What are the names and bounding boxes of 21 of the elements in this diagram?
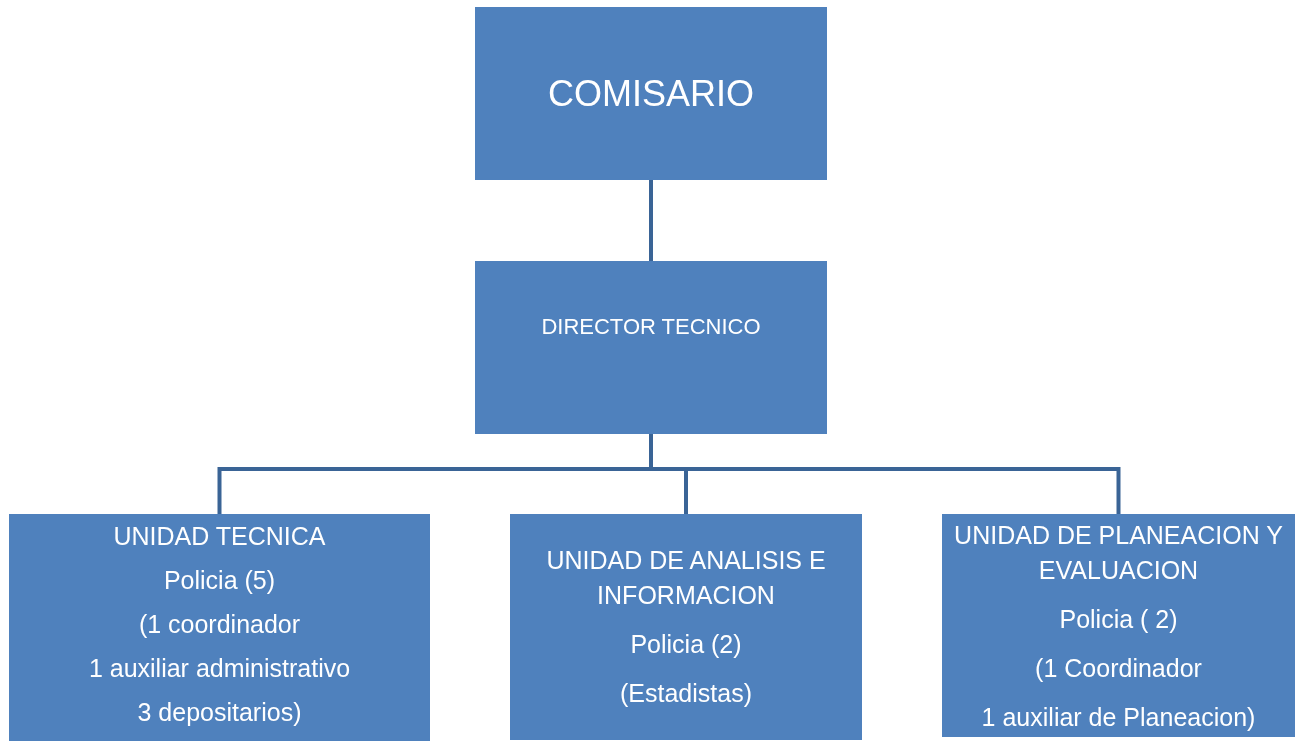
unit-title: UNIDAD DE ANALISIS E INFORMACION [545, 545, 827, 611]
unit-box [510, 514, 862, 740]
unit-title: UNIDAD DE PLANEACION Y EVALUACION [953, 520, 1284, 586]
unit-title: UNIDAD TECNICA [113, 521, 326, 552]
unit-box [942, 514, 1295, 737]
staff-text: 1 auxiliar de Planeacion) [981, 702, 1256, 733]
staff-text: (1 Coordinador [1035, 653, 1202, 684]
staff-text: (1 coordinador [138, 609, 301, 640]
position-box [475, 261, 827, 434]
unit-title: DIRECTOR TECNICO [541, 313, 761, 341]
staff-text: Policia (2) [630, 629, 742, 660]
connector-line [649, 180, 653, 261]
position-box [475, 7, 827, 180]
unit-box [9, 514, 430, 741]
staff-text: (Estadistas) [620, 678, 752, 709]
connector-line [649, 434, 1121, 514]
staff-text: Policia (5) [163, 565, 276, 596]
staff-text: Policia ( 2) [1059, 604, 1178, 635]
unit-title: COMISARIO [548, 71, 754, 116]
staff-text: 3 depositarios) [137, 697, 302, 728]
staff-text: 1 auxiliar administrativo [88, 653, 351, 684]
